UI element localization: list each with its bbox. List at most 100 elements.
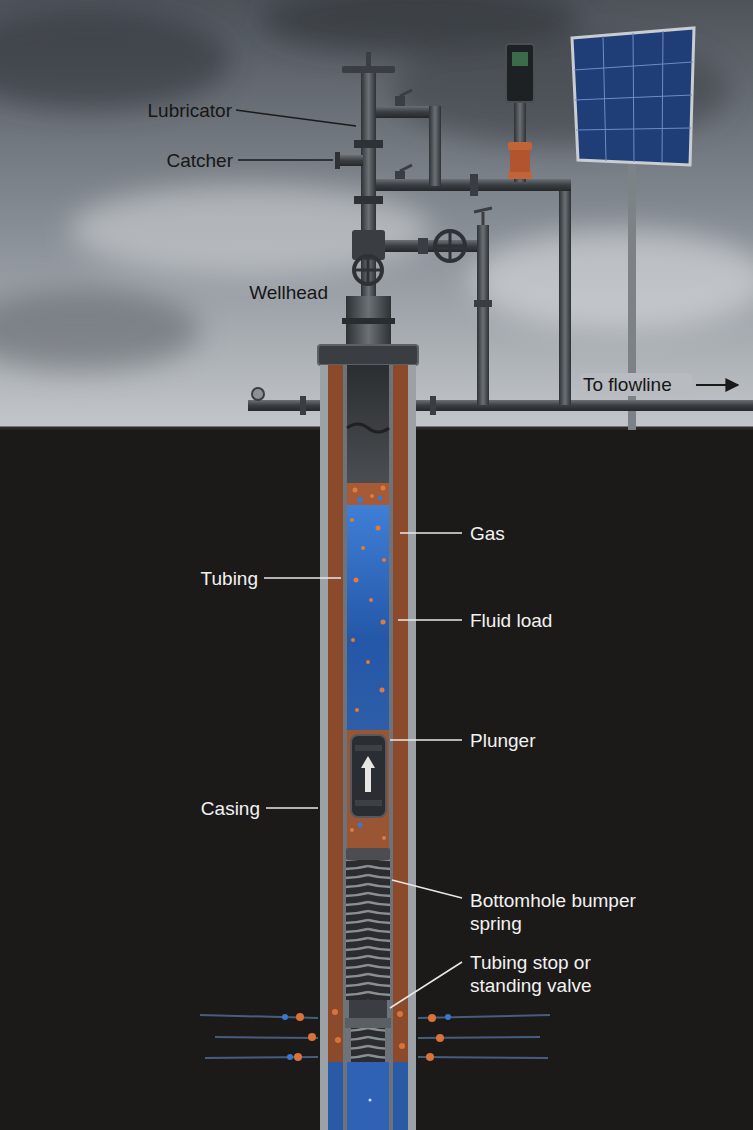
tubing-contents-part [347,730,389,850]
perforations-part-part [296,1013,304,1021]
perforations-part [200,1015,550,1058]
wellhead-stack-part [342,66,395,73]
tubing-contents-part [350,486,386,841]
surface-piping-part [482,212,485,225]
tubing-stop [328,1000,408,1130]
perforations-part-part [287,1054,293,1060]
surface-piping-part [470,174,478,196]
tubing-stop-part [369,1099,372,1102]
perforations-part-part [215,1037,318,1038]
tubing-contents-part-part [355,708,359,712]
tubing-contents-part-part [380,688,385,693]
tubing-contents-part-part [361,546,365,550]
surface-piping-part [300,396,306,415]
perforations-part-part [445,1014,451,1020]
ground-part [0,428,753,1130]
tubing-contents-part-part [370,494,374,498]
tubing-contents-part [347,424,389,432]
part-label: Gas [470,522,670,545]
tubing-contents-part-part [378,496,383,501]
surface-piping-part [400,165,412,171]
tubing-stop-part [347,1062,389,1130]
wellhead-stack-part [335,152,340,169]
surface-piping-part [400,90,412,96]
perforations [200,1009,550,1061]
well-casing [318,345,418,1130]
wellhead-stack-part [354,140,383,148]
part-label: Plunger [470,729,670,752]
surface-piping-part [508,142,532,150]
perforations-part-part [397,1011,403,1017]
tubing-stop-part [351,1028,385,1062]
leader-lines-part [392,880,462,898]
part-label: Fluid load [470,609,670,632]
surface-piping-part [395,96,405,106]
tubing-contents-part-part [381,486,386,491]
tubing-stop-part [345,1018,391,1028]
surface-piping-part [376,240,488,252]
tubing-contents-part-part [357,497,363,503]
sky-part-part [0,10,230,110]
tubing-contents-part-part [381,620,386,625]
leader-lines-part [400,532,462,534]
part-label: Casing [140,797,260,820]
tubing-contents-part [347,365,389,483]
surface-piping-part [506,44,534,102]
tubing-contents-part-part [369,598,373,602]
surface-piping-part [429,106,441,186]
surface-piping-part [430,396,436,415]
sky-part [0,0,753,370]
leader-lines-part [266,807,318,809]
leader-lines [236,110,738,1008]
tubing-contents-part [347,483,389,505]
perforations-part [294,1009,444,1061]
perforations-part-part [308,1033,316,1041]
solar-panel-part [662,31,663,163]
tubing-contents-part-part [354,578,359,583]
perforations-part-part [428,1014,436,1022]
plunger-part [361,756,375,792]
bumper-spring-part [346,860,390,1000]
leader-lines-part [238,159,333,161]
perforations-part-part [418,1057,548,1058]
plunger-part [351,735,386,817]
tubing-contents-part-part [366,660,370,664]
surface-piping-part [418,238,428,254]
part-label: Tubing [140,567,258,590]
well-casing-part [320,365,416,1130]
perforations-part-part [335,1037,341,1043]
surface-piping-part [510,150,530,172]
tubing-contents-part-part [351,638,355,642]
plunger-part [355,800,382,806]
leader-lines-part [390,739,462,741]
well-casing-part [408,365,416,1130]
solar-panel-part [572,28,694,165]
tubing-stop-part [393,1062,408,1130]
perforations-part-part [436,1034,444,1042]
part-label: To flowline [580,373,692,396]
part-label: Catcher [100,149,233,172]
leader-lines-part [264,577,341,579]
tubing-contents [347,365,389,850]
leader-lines-part [236,110,356,126]
solar-panel-part [574,62,693,70]
tubing-stop-part [328,1062,343,1130]
surface-piping-part [449,231,452,261]
tubing-stop-part [349,1000,387,1018]
surface-piping-part [474,208,492,212]
wellhead-stack-part [354,256,382,284]
leader-lines-part [390,962,462,1008]
surface-piping [248,44,753,415]
well-casing-part [343,365,393,1130]
surface-piping-part [508,172,532,179]
tubing-contents-part-part [353,488,358,493]
part-label: Lubricator [100,99,232,122]
plunger-part [355,745,382,751]
surface-piping-part [477,225,489,405]
perforations-part-part [294,1053,302,1061]
perforations-part-part [426,1053,434,1061]
wellhead-stack-part [354,196,383,204]
